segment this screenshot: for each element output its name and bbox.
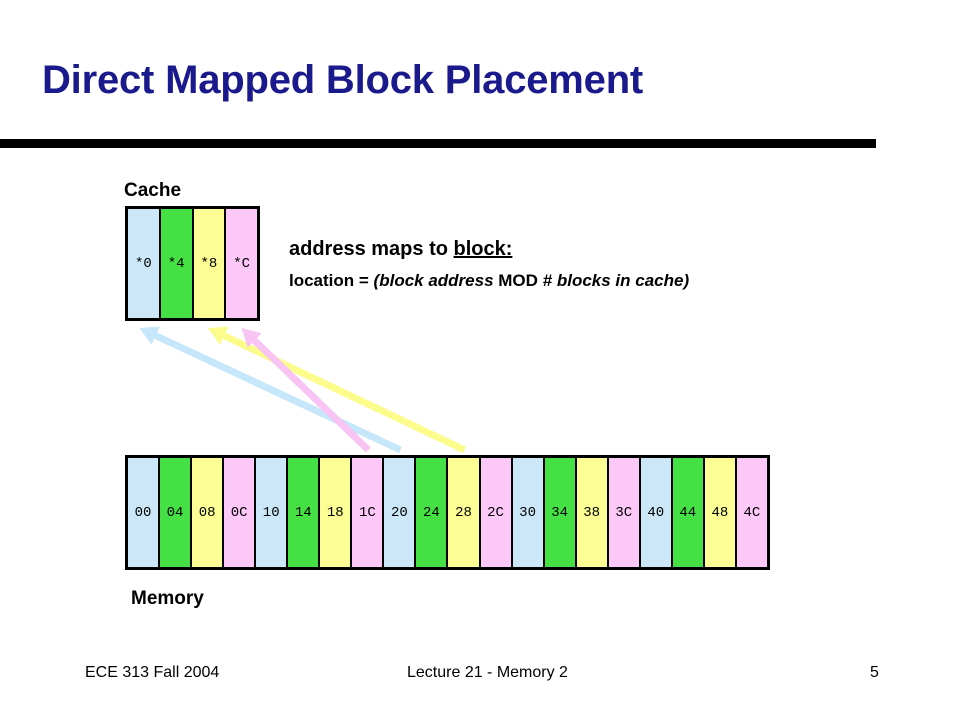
arrow-yellow-shaft	[222, 332, 466, 454]
formula-mod: MOD	[498, 271, 538, 290]
memory-cell-4c: 4C	[736, 458, 767, 567]
formula-prefix: location =	[289, 271, 374, 290]
memory-cell-24: 24	[416, 458, 449, 567]
mapping-rule-prefix: address maps to	[289, 238, 454, 260]
mapping-rule-heading: address maps to block:	[289, 238, 512, 261]
mapping-rule-block: block:	[453, 238, 513, 260]
footer-page-number: 5	[870, 664, 879, 681]
memory-cell-40: 40	[640, 458, 673, 567]
memory-label: Memory	[131, 588, 204, 609]
footer-course: ECE 313 Fall 2004	[85, 664, 220, 681]
memory-cell-3c: 3C	[608, 458, 641, 567]
memory-cell-10: 10	[256, 458, 289, 567]
memory-cell-18: 18	[320, 458, 353, 567]
arrow-yellow-head	[207, 326, 229, 345]
memory-cell-38: 38	[576, 458, 609, 567]
cache-cell-xc: *C	[226, 209, 257, 318]
footer-lecture: Lecture 21 - Memory 2	[407, 664, 568, 681]
cache-cell-x4: *4	[160, 209, 194, 318]
slide-title: Direct Mapped Block Placement	[42, 58, 644, 102]
memory-cell-30: 30	[512, 458, 545, 567]
memory-cell-44: 44	[672, 458, 705, 567]
title-divider	[0, 139, 876, 148]
memory-cell-0c: 0C	[224, 458, 257, 567]
cache-cell-x8: *8	[193, 209, 227, 318]
memory-cell-2c: 2C	[480, 458, 513, 567]
memory-cell-20: 20	[384, 458, 417, 567]
formula-italic-2: # blocks in cache)	[537, 271, 690, 290]
cache-cell-x0: *0	[128, 209, 161, 318]
memory-cell-48: 48	[704, 458, 737, 567]
memory-cell-14: 14	[288, 458, 321, 567]
arrow-pink-head	[241, 328, 262, 348]
arrow-blue-shaft	[154, 332, 402, 454]
mapping-rule-formula: location = (block address MOD # blocks i…	[289, 271, 689, 291]
memory-cell-34: 34	[544, 458, 577, 567]
formula-italic-1: (block address	[373, 271, 499, 290]
memory-cell-04: 04	[160, 458, 193, 567]
cache-label: Cache	[124, 180, 182, 201]
memory-cell-28: 28	[448, 458, 481, 567]
cache-block-strip: *0*4*8*C	[125, 206, 260, 321]
arrow-pink-shaft	[252, 337, 371, 453]
memory-cell-00: 00	[128, 458, 161, 567]
arrow-blue-head	[139, 326, 160, 345]
memory-cell-1c: 1C	[352, 458, 385, 567]
memory-cell-08: 08	[192, 458, 225, 567]
